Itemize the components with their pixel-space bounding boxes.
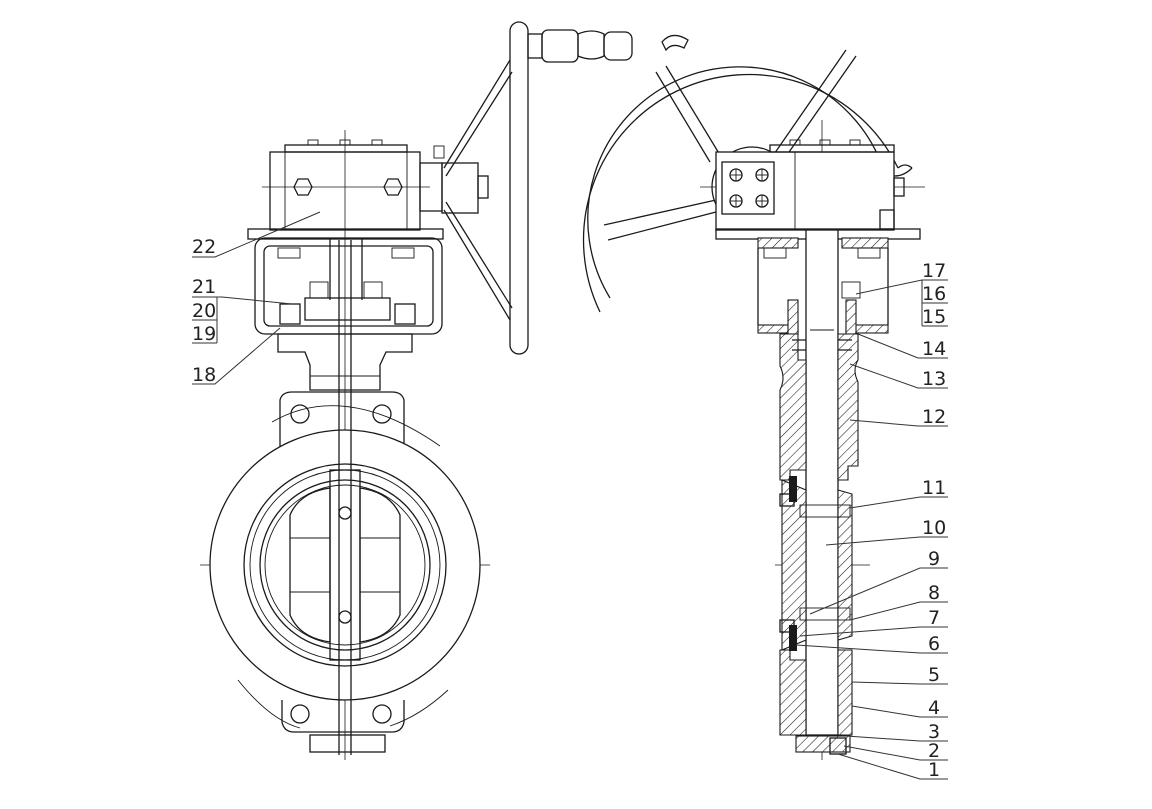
- gearbox-front: [247, 139, 489, 240]
- mounting-bracket-front: [254, 237, 443, 335]
- handwheel-edge-view: [443, 21, 633, 355]
- callout-4: 4: [928, 697, 940, 719]
- stem-side: [805, 229, 839, 736]
- callout-7: 7: [928, 607, 940, 629]
- callout-20: 20: [192, 300, 216, 322]
- callout-12: 12: [922, 406, 946, 428]
- callout-19: 19: [192, 323, 216, 345]
- callout-3: 3: [928, 721, 940, 743]
- callout-15: 15: [922, 306, 946, 328]
- body-section-side: [779, 333, 859, 755]
- disc-front: [289, 240, 401, 755]
- callout-10: 10: [922, 517, 946, 539]
- valve-body-front: [209, 405, 481, 729]
- callout-22: 22: [192, 236, 216, 258]
- callout-18: 18: [192, 364, 216, 386]
- callout-8: 8: [928, 582, 940, 604]
- callout-1: 1: [928, 759, 940, 781]
- callout-2: 2: [928, 740, 940, 762]
- callout-9: 9: [928, 548, 940, 570]
- callout-11: 11: [922, 477, 946, 499]
- callout-16: 16: [922, 283, 946, 305]
- callout-14: 14: [922, 338, 946, 360]
- gearbox-side: [715, 139, 921, 240]
- callout-5: 5: [928, 664, 940, 686]
- front-view: [192, 21, 633, 760]
- callout-6: 6: [928, 633, 940, 655]
- side-view: [582, 34, 948, 780]
- callout-13: 13: [922, 368, 946, 390]
- callout-17: 17: [922, 260, 946, 282]
- hex-nut-left: [293, 178, 313, 196]
- bracket-side: [757, 237, 889, 335]
- callout-21: 21: [192, 276, 216, 298]
- hex-nut-right: [383, 178, 403, 196]
- callout-labels: 22 21 20 19 18 17 16 15 14 13 12 11 10 9…: [192, 236, 946, 781]
